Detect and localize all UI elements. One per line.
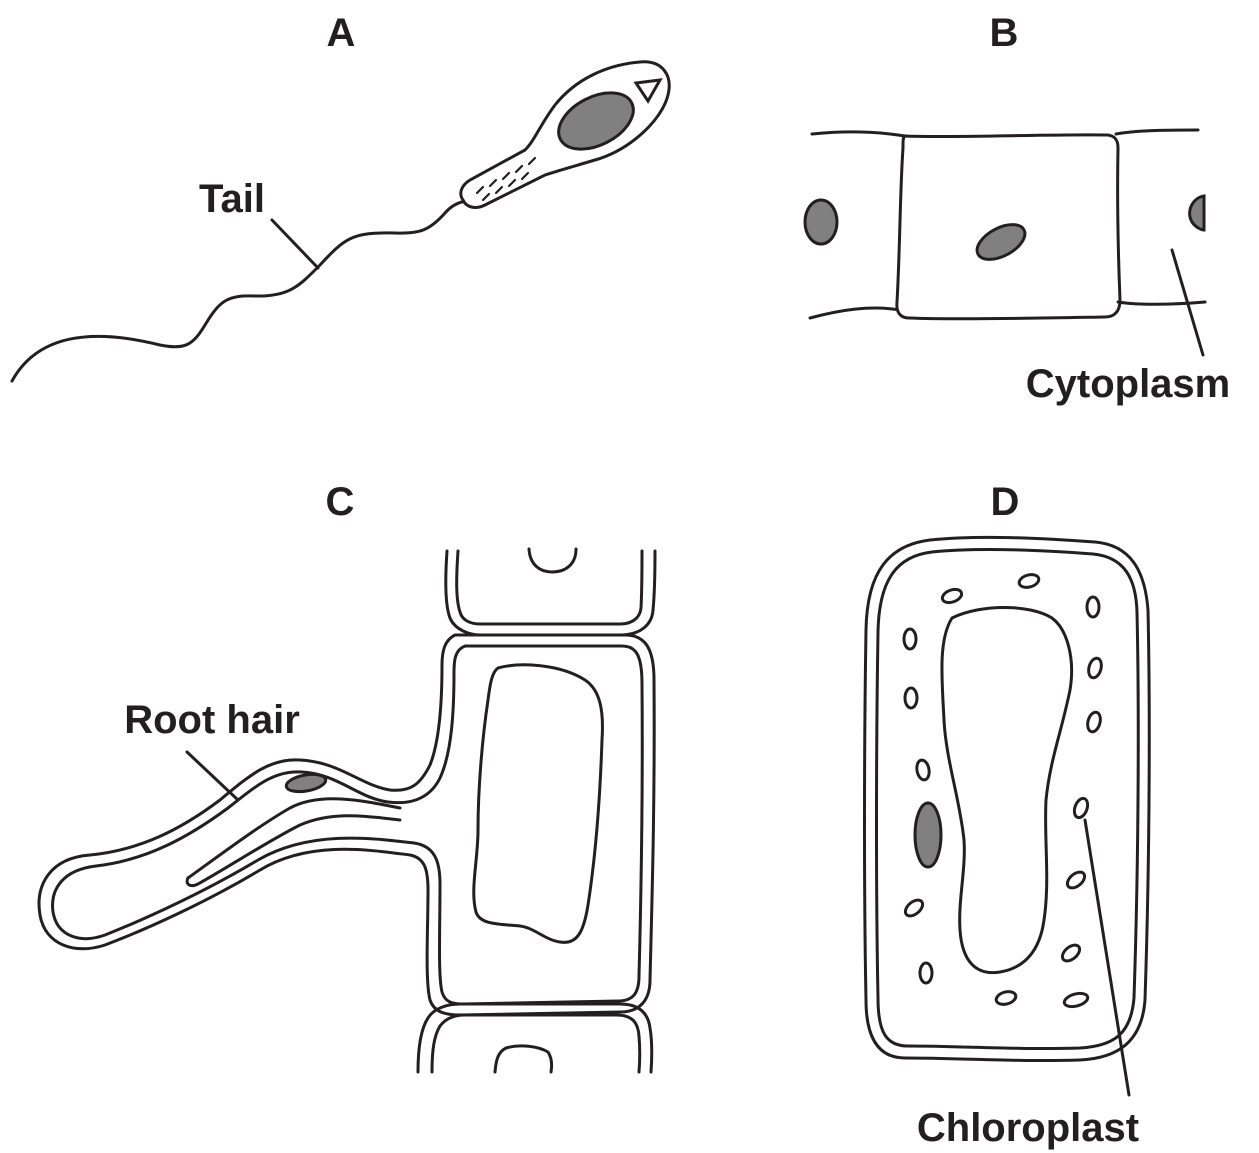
panel-a-letter: A bbox=[327, 11, 356, 55]
root-hair-nucleus bbox=[285, 772, 327, 795]
chloroplast bbox=[1087, 597, 1099, 617]
tail-pointer bbox=[272, 220, 318, 268]
cell-wall-right-bottom bbox=[1118, 302, 1205, 304]
top-cell-inner bbox=[457, 551, 642, 624]
root-hair-cell-vacuole bbox=[474, 665, 603, 942]
root-hair-pointer bbox=[187, 752, 238, 800]
right-cell-nucleus bbox=[1190, 196, 1204, 230]
chloroplast bbox=[902, 897, 925, 919]
chloroplast bbox=[995, 990, 1017, 1007]
chloroplast bbox=[1064, 869, 1087, 891]
cell-wall-right-top bbox=[1116, 130, 1198, 134]
chloroplast-label: Chloroplast bbox=[917, 1106, 1139, 1150]
chloroplast bbox=[941, 587, 964, 605]
cell-wall-left-top bbox=[812, 132, 905, 136]
panel-a: A Tail bbox=[12, 11, 669, 381]
chloroplast bbox=[1018, 573, 1040, 590]
plant-cell-vacuole bbox=[942, 608, 1072, 973]
root-hair-cell-outer bbox=[39, 635, 654, 1015]
chloroplast bbox=[1087, 657, 1104, 679]
bottom-cell-inner bbox=[432, 1015, 640, 1072]
chloroplast bbox=[915, 759, 930, 781]
chloroplast bbox=[1072, 797, 1090, 820]
panel-d: D Chloroplast bbox=[865, 480, 1150, 1150]
cytoplasm-label: Cytoplasm bbox=[1026, 362, 1231, 406]
plant-cell-nucleus bbox=[915, 803, 941, 867]
chloroplast bbox=[904, 629, 916, 649]
panel-c: C Root hair bbox=[39, 480, 655, 1072]
chloroplasts bbox=[902, 573, 1103, 1009]
cell-wall-left-bottom bbox=[810, 308, 900, 318]
chloroplast bbox=[920, 963, 932, 983]
plant-cell-wall-outer bbox=[865, 537, 1150, 1060]
root-hair-label: Root hair bbox=[124, 698, 300, 742]
chloroplast bbox=[905, 688, 917, 708]
panel-d-letter: D bbox=[991, 480, 1020, 524]
left-cell-nucleus bbox=[805, 200, 837, 244]
top-cell-vacuole bbox=[529, 549, 576, 572]
chloroplast bbox=[1063, 991, 1089, 1009]
panel-c-letter: C bbox=[326, 480, 355, 524]
chloroplast bbox=[1086, 711, 1103, 733]
bottom-cell-vacuole bbox=[495, 1046, 552, 1072]
panel-b: B Cytoplasm bbox=[805, 11, 1230, 406]
panel-b-letter: B bbox=[990, 11, 1019, 55]
chloroplast bbox=[1059, 942, 1082, 964]
tail-label: Tail bbox=[199, 177, 265, 221]
plant-cell-membrane bbox=[877, 549, 1139, 1048]
sperm-tail bbox=[12, 201, 465, 381]
